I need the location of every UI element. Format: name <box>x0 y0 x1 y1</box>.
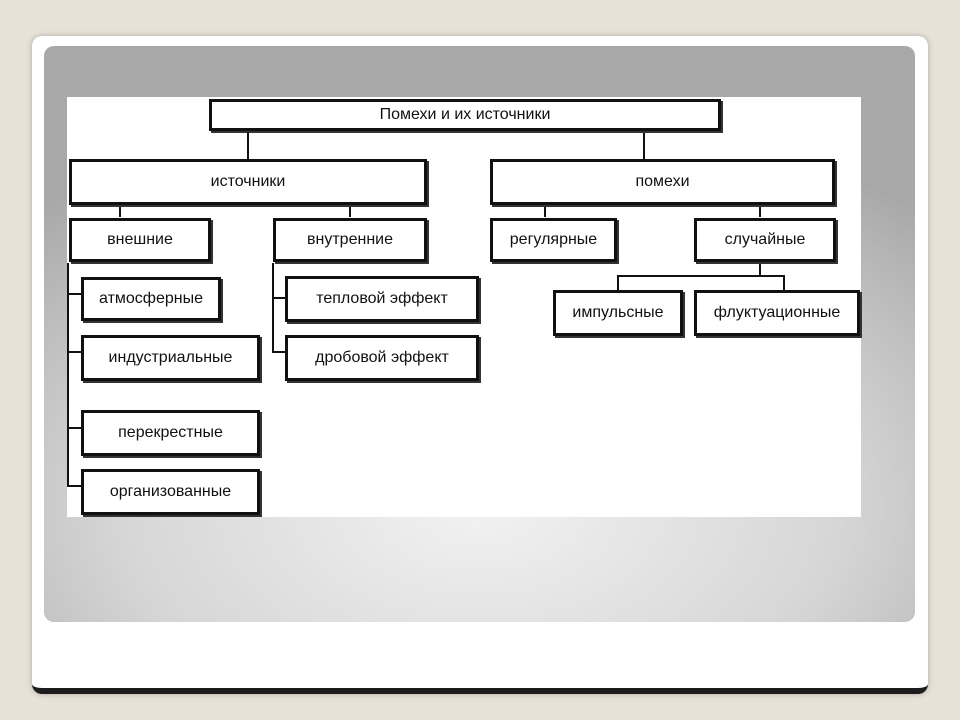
connector <box>67 485 83 487</box>
connector <box>119 203 121 217</box>
internal-item-shot: дробовой эффект <box>285 335 479 381</box>
random-item-fluctuation: флуктуационные <box>694 290 860 336</box>
connector <box>617 275 619 291</box>
connector <box>759 263 761 277</box>
connector <box>759 203 761 217</box>
external-item-crosstalk: перекрестные <box>81 410 260 456</box>
connector <box>643 129 645 159</box>
connector <box>67 427 83 429</box>
connector <box>272 351 287 353</box>
internal-node: внутренние <box>273 218 427 262</box>
random-item-impulse: импульсные <box>553 290 683 336</box>
external-item-organized: организованные <box>81 469 260 515</box>
regular-node: регулярные <box>490 218 617 262</box>
connector <box>67 263 69 487</box>
internal-item-thermal: тепловой эффект <box>285 276 479 322</box>
diagram: Помехи и их источники источники помехи в… <box>67 97 861 517</box>
root-node: Помехи и их источники <box>209 99 721 131</box>
connector <box>783 275 785 291</box>
connector <box>67 293 83 295</box>
connector <box>544 203 546 217</box>
connector <box>617 275 785 277</box>
external-item-industrial: индустриальные <box>81 335 260 381</box>
sources-node: источники <box>69 159 427 205</box>
external-node: внешние <box>69 218 211 262</box>
connector <box>349 203 351 217</box>
connector <box>67 351 83 353</box>
connector <box>272 297 287 299</box>
connector <box>247 129 249 159</box>
random-node: случайные <box>694 218 836 262</box>
external-item-atmospheric: атмосферные <box>81 277 221 321</box>
interference-node: помехи <box>490 159 835 205</box>
connector <box>272 263 274 351</box>
